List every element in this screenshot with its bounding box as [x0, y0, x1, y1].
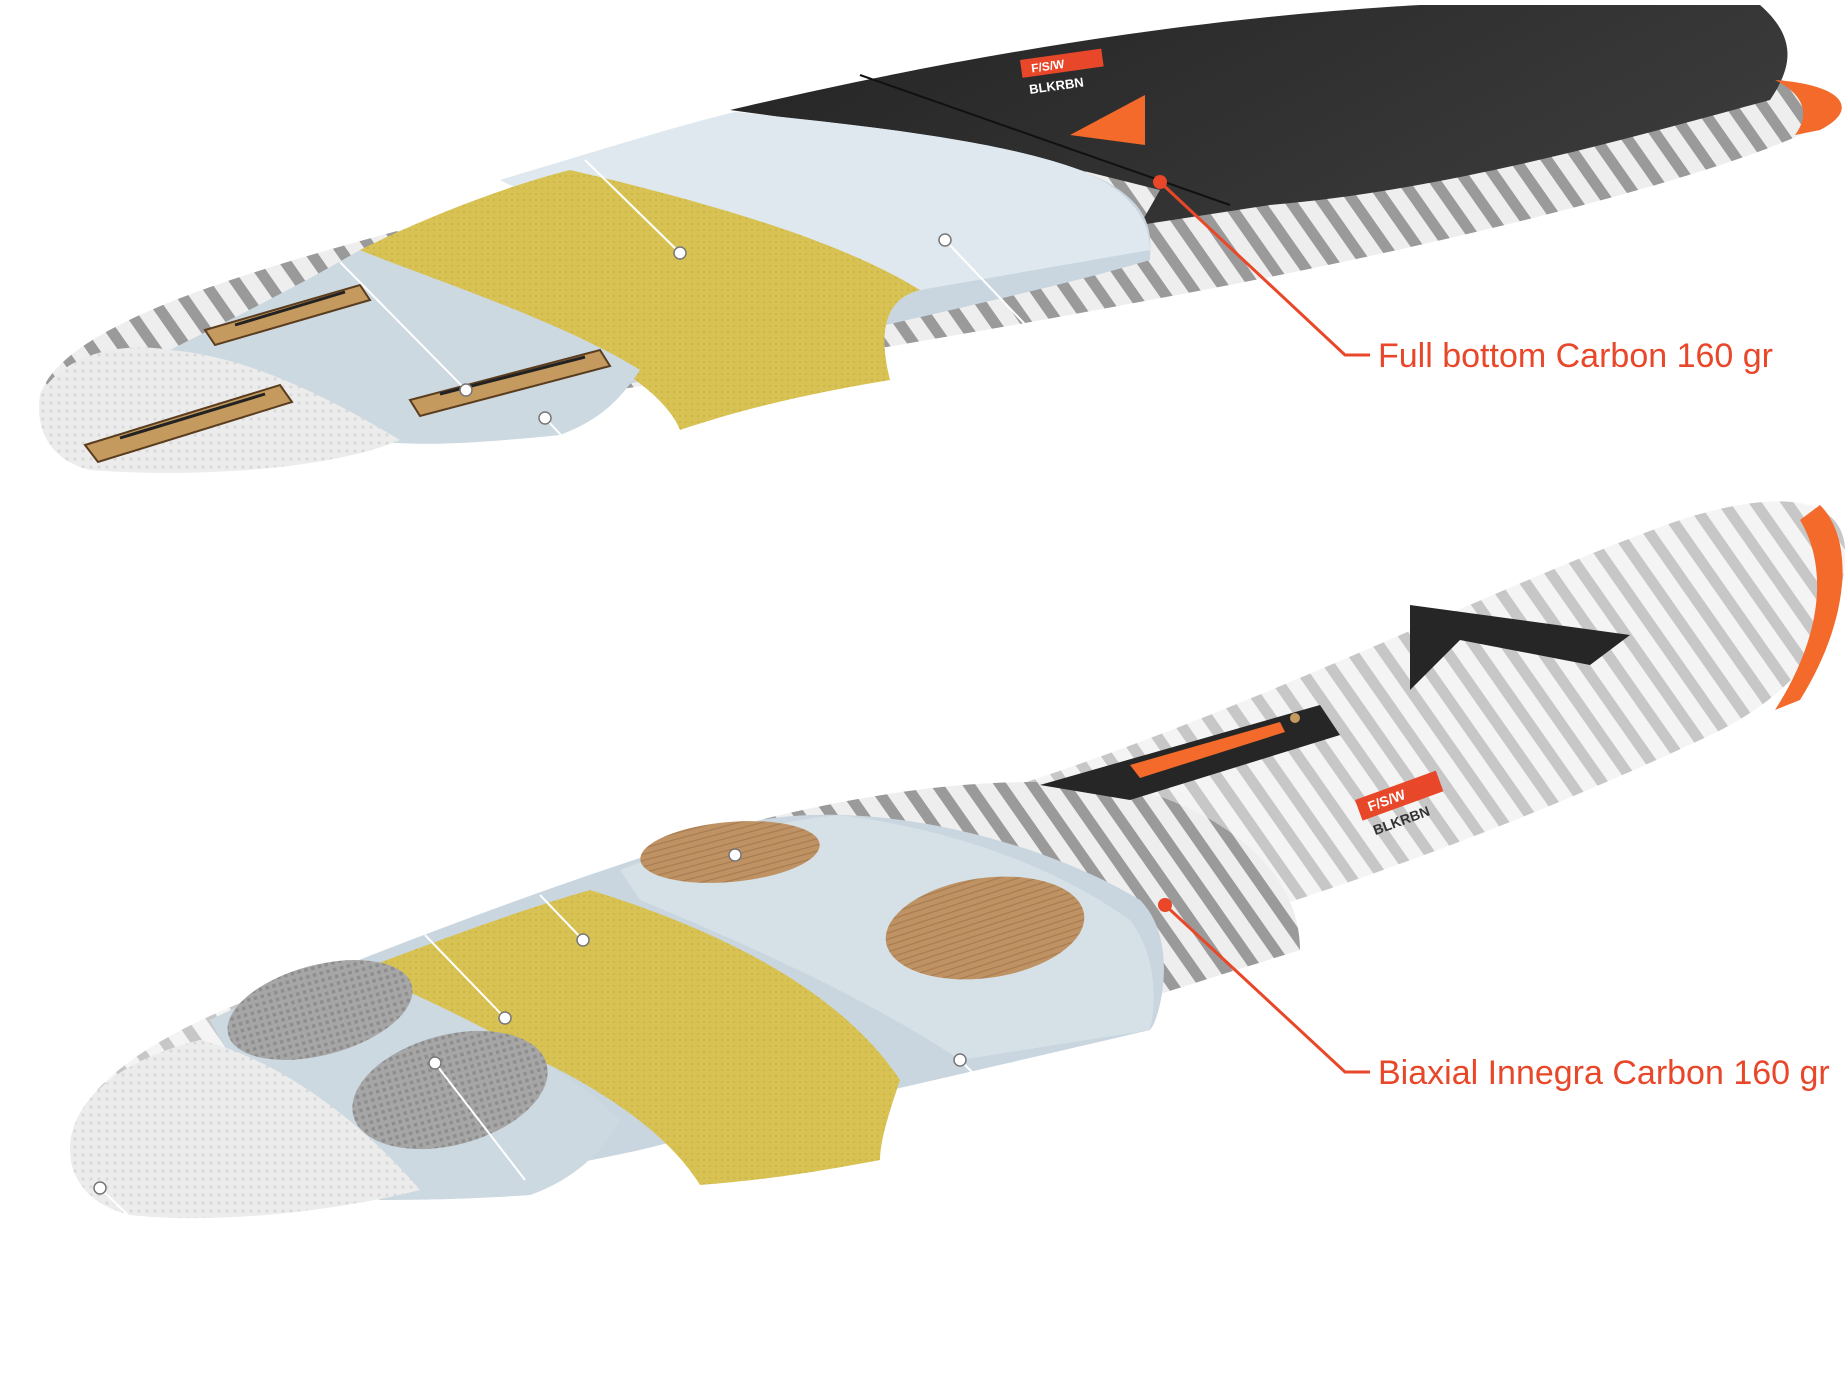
bottom-board-mast-track	[1040, 705, 1340, 800]
bottom-board-grey-patch-1	[227, 960, 413, 1060]
top-board-layer-markers	[459, 233, 952, 425]
bottom-board: F/S/W BLKRBN	[70, 501, 1846, 1223]
bottom-board-logo-plate	[1410, 605, 1630, 690]
top-board-badge-top: F/S/W	[1030, 57, 1066, 76]
bottom-board-foam-tail	[70, 1040, 420, 1219]
top-board-layer-leaders	[339, 159, 1041, 451]
top-board-deck-seam	[859, 74, 1231, 206]
callout-full-bottom-carbon: Full bottom Carbon 160 gr	[1153, 175, 1773, 375]
bottom-board-orange-nose	[1775, 505, 1843, 710]
top-board-dark-carbon	[730, 5, 1788, 225]
top-board-yellow-core	[360, 170, 920, 430]
top-board: F/S/W BLKRBN	[39, 5, 1842, 473]
bottom-board-yellow-core	[360, 890, 900, 1185]
top-board-triangle-logo	[1070, 95, 1145, 145]
bottom-board-wood-patch-2	[885, 876, 1085, 980]
callout-full-bottom-carbon-label: Full bottom Carbon 160 gr	[1378, 337, 1773, 375]
bottom-board-layer-leaders	[99, 894, 1001, 1223]
callout-biaxial-innegra-carbon: Biaxial Innegra Carbon 160 gr	[1158, 898, 1830, 1092]
top-board-fin-boxes	[83, 283, 612, 464]
top-board-orange-nose	[1775, 80, 1842, 135]
callout-biaxial-innegra-carbon-label: Biaxial Innegra Carbon 160 gr	[1378, 1054, 1830, 1092]
bottom-board-grey-patch-2	[352, 1030, 548, 1150]
bottom-board-layer-markers	[93, 848, 967, 1195]
